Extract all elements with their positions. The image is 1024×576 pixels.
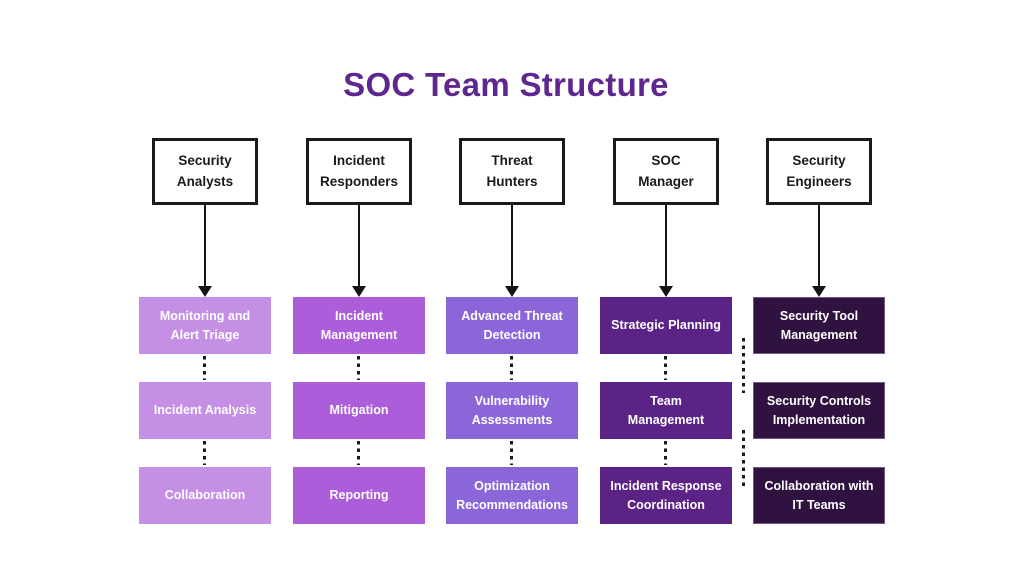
- role-label: Threat Hunters: [486, 153, 538, 189]
- task-box: Incident Analysis: [139, 382, 271, 439]
- task-label: Strategic Planning: [611, 318, 721, 333]
- role-box: Threat Hunters: [459, 138, 565, 205]
- arrow-line: [511, 205, 513, 286]
- task-label: Incident Management: [320, 308, 398, 342]
- arrow-down-icon: [659, 286, 673, 297]
- task-label: Mitigation: [329, 403, 389, 418]
- page-title: SOC Team Structure: [343, 66, 669, 103]
- arrow-line: [204, 205, 206, 286]
- role-box: Security Engineers: [766, 138, 872, 205]
- role-label: Security Analysts: [176, 153, 234, 189]
- task-box: Incident Management: [293, 297, 425, 354]
- dotted-connector: [357, 356, 360, 380]
- role-box: Security Analysts: [152, 138, 258, 205]
- org-column-security-analysts: Security Analysts Monitoring and Alert T…: [139, 138, 271, 528]
- org-column-soc-manager: SOC Manager Strategic Planning Team Mana…: [600, 138, 732, 528]
- task-label: Incident Analysis: [153, 403, 257, 418]
- dotted-connector: [510, 356, 513, 380]
- task-box: Optimization Recommendations: [446, 467, 578, 524]
- arrow-line: [358, 205, 360, 286]
- task-label: Optimization Recommendations: [456, 478, 568, 512]
- task-box: Vulnerability Assessments: [446, 382, 578, 439]
- task-label: Collaboration with IT Teams: [764, 478, 874, 512]
- task-box: Team Management: [600, 382, 732, 439]
- task-label: Security Tool Management: [779, 308, 859, 342]
- dotted-connector: [742, 338, 745, 393]
- task-box: Mitigation: [293, 382, 425, 439]
- arrow-down-icon: [505, 286, 519, 297]
- task-box: Security Tool Management: [753, 297, 885, 354]
- task-box: Advanced Threat Detection: [446, 297, 578, 354]
- task-box: Strategic Planning: [600, 297, 732, 354]
- dotted-connector: [664, 441, 667, 465]
- task-label: Monitoring and Alert Triage: [159, 308, 251, 342]
- role-label: SOC Manager: [638, 153, 694, 189]
- arrow-line: [665, 205, 667, 286]
- arrow-down-icon: [198, 286, 212, 297]
- dotted-connector: [203, 356, 206, 380]
- role-label: Incident Responders: [319, 153, 399, 189]
- dotted-connector: [742, 430, 745, 487]
- org-column-security-engineers: Security Engineers Security Tool Managem…: [753, 138, 885, 528]
- task-box: Monitoring and Alert Triage: [139, 297, 271, 354]
- task-label: Advanced Threat Detection: [461, 308, 563, 342]
- task-label: Reporting: [329, 488, 389, 503]
- dotted-connector: [357, 441, 360, 465]
- task-label: Incident Response Coordination: [610, 478, 722, 512]
- task-label: Security Controls Implementation: [766, 393, 872, 427]
- org-column-threat-hunters: Threat Hunters Advanced Threat Detection…: [446, 138, 578, 528]
- dotted-connector: [510, 441, 513, 465]
- arrow-line: [818, 205, 820, 286]
- arrow-down-icon: [812, 286, 826, 297]
- task-box: Incident Response Coordination: [600, 467, 732, 524]
- role-label: Security Engineers: [786, 153, 852, 189]
- task-box: Collaboration with IT Teams: [753, 467, 885, 524]
- org-column-incident-responders: Incident Responders Incident Management …: [293, 138, 425, 528]
- task-label: Collaboration: [164, 488, 246, 503]
- role-box: Incident Responders: [306, 138, 412, 205]
- task-box: Reporting: [293, 467, 425, 524]
- role-box: SOC Manager: [613, 138, 719, 205]
- task-label: Vulnerability Assessments: [471, 393, 553, 427]
- dotted-connector: [664, 356, 667, 380]
- task-box: Collaboration: [139, 467, 271, 524]
- task-box: Security Controls Implementation: [753, 382, 885, 439]
- dotted-connector: [203, 441, 206, 465]
- arrow-down-icon: [352, 286, 366, 297]
- task-label: Team Management: [627, 393, 705, 427]
